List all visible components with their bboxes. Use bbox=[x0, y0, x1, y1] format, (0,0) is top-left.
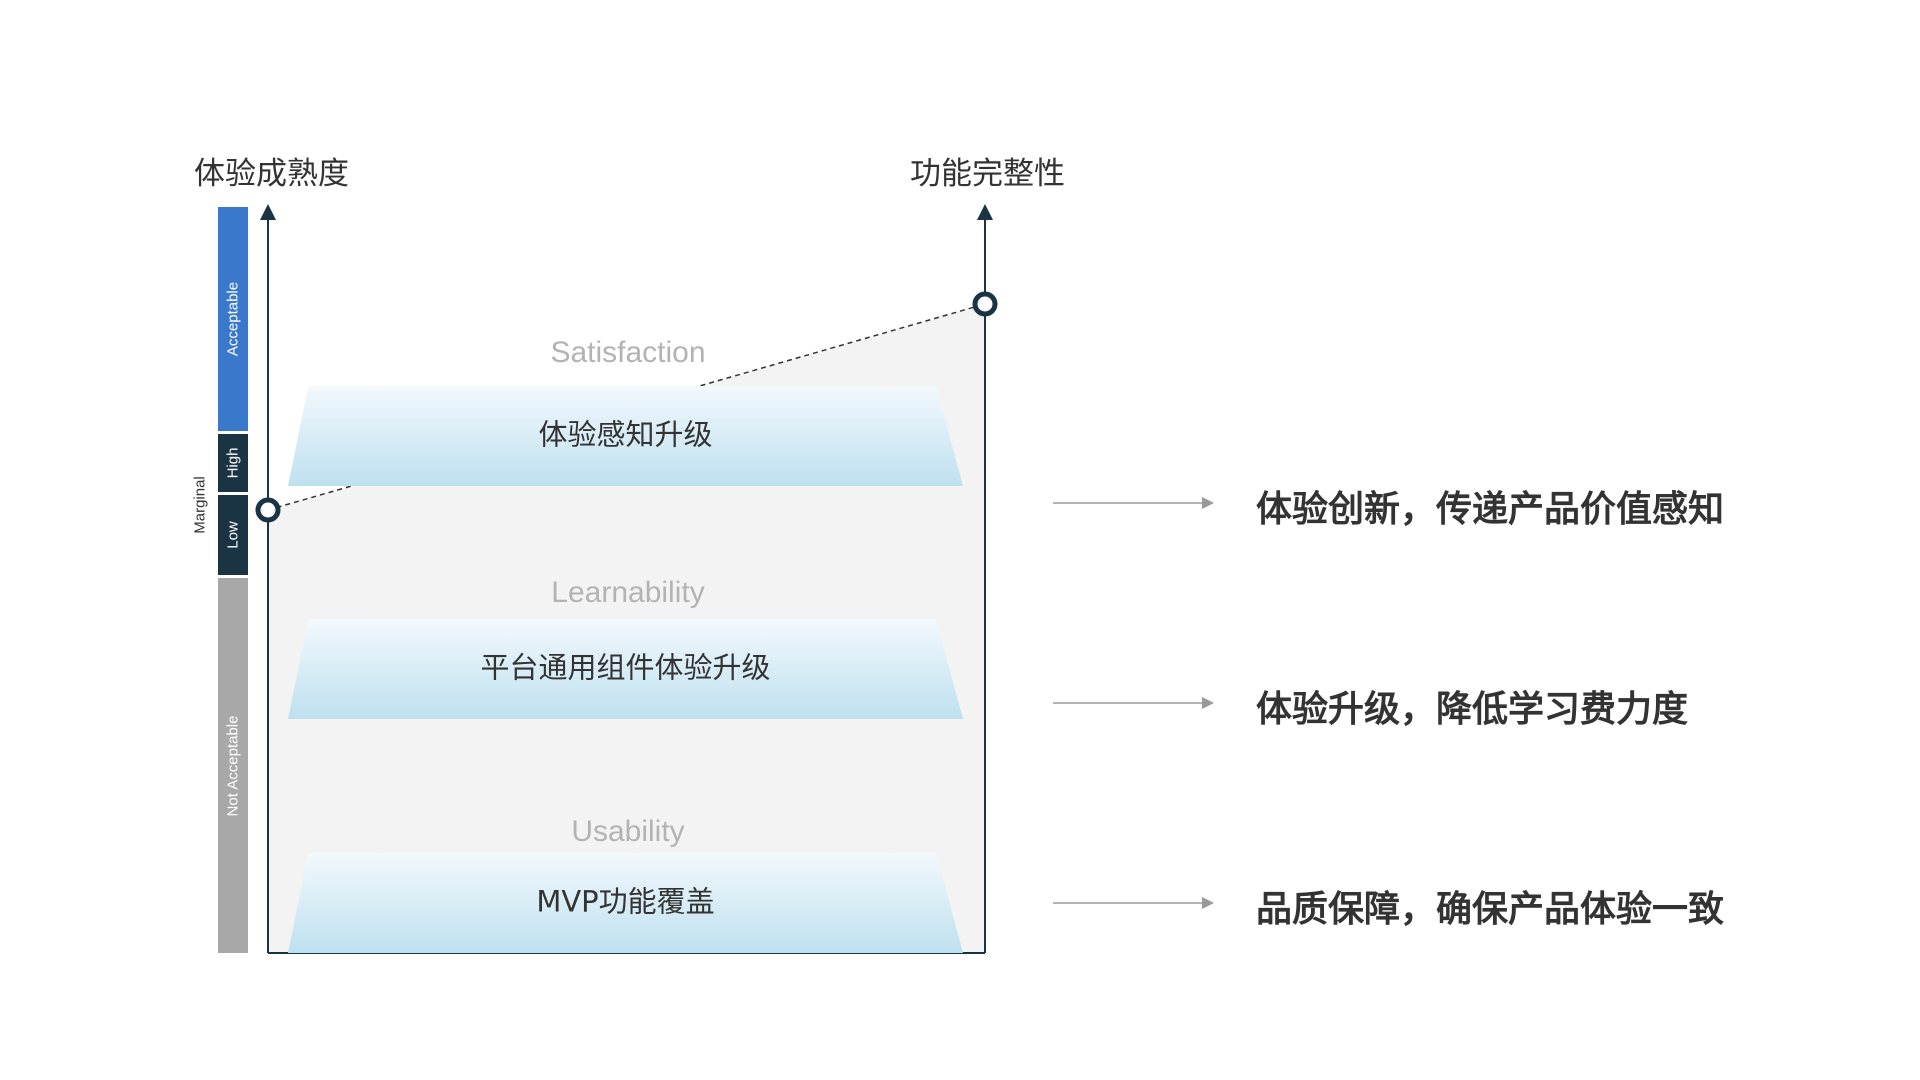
scale-low: Low bbox=[218, 495, 248, 575]
layer-learnability: 平台通用组件体验升级 bbox=[288, 619, 963, 719]
scale-not-acceptable-label: Not Acceptable bbox=[224, 715, 242, 816]
scale-acceptable-label: Acceptable bbox=[224, 281, 242, 357]
scale-acceptable: Acceptable bbox=[218, 207, 248, 431]
layer-label-usability: Usability bbox=[571, 815, 685, 848]
layer-usability: MVP功能覆盖 bbox=[288, 853, 963, 953]
scale-high-label: High bbox=[224, 447, 242, 479]
left-axis-title: 体验成熟度 bbox=[194, 156, 349, 192]
outcome-2: 体验升级，降低学习费力度 bbox=[1256, 689, 1689, 730]
left-marker bbox=[255, 497, 281, 523]
scale-low-label: Low bbox=[224, 521, 242, 549]
layer-satisfaction: 体验感知升级 bbox=[288, 386, 963, 486]
right-axis-title: 功能完整性 bbox=[910, 156, 1065, 192]
right-marker bbox=[972, 291, 998, 317]
layer-label-learnability: Learnability bbox=[551, 576, 705, 609]
outcome-3: 品质保障，确保产品体验一致 bbox=[1256, 889, 1725, 930]
scale-marginal-label: Marginal bbox=[191, 476, 209, 534]
scale-high: High bbox=[218, 434, 248, 492]
scale-not-acceptable: Not Acceptable bbox=[218, 578, 248, 953]
layer-label-satisfaction: Satisfaction bbox=[550, 336, 706, 369]
outcome-1: 体验创新，传递产品价值感知 bbox=[1256, 489, 1725, 530]
layer-title-satisfaction: 体验感知升级 bbox=[538, 417, 713, 452]
maturity-scale: Acceptable High Low Not Acceptable bbox=[218, 207, 248, 953]
layer-title-learnability: 平台通用组件体验升级 bbox=[480, 650, 771, 685]
layer-title-usability: MVP功能覆盖 bbox=[536, 884, 715, 919]
